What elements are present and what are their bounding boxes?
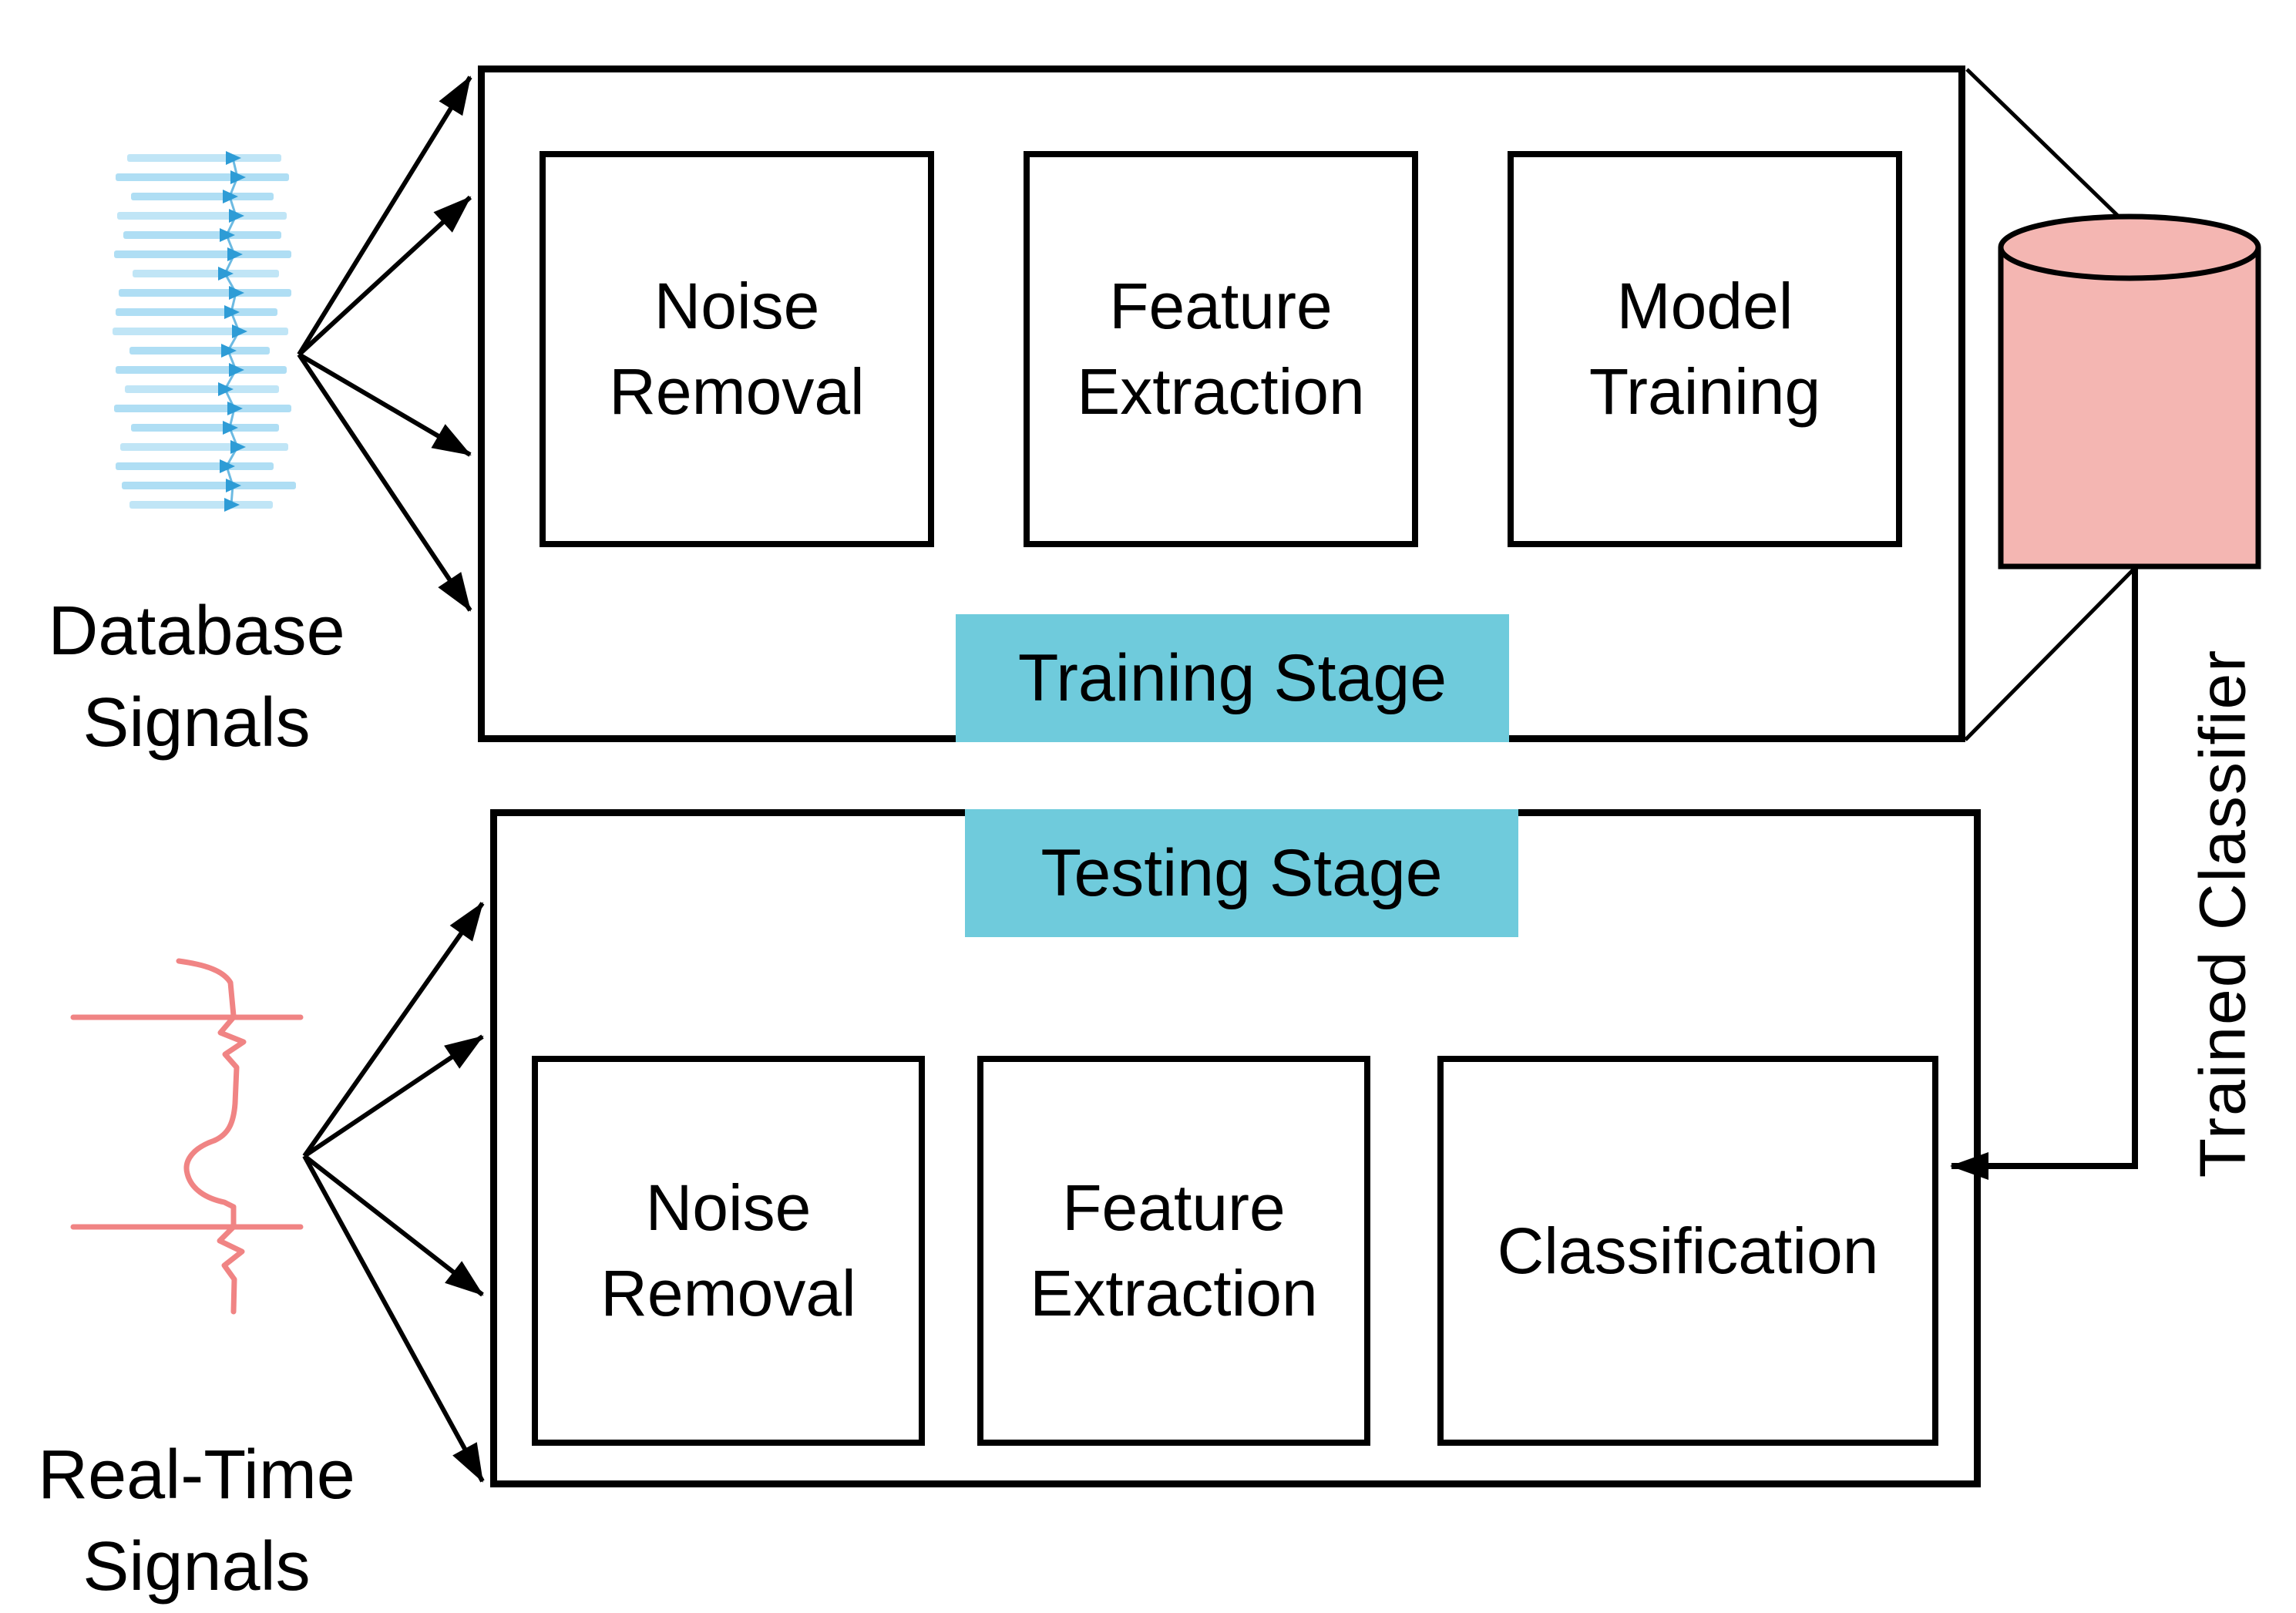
testing-box-classification-label: Classification — [1497, 1214, 1879, 1287]
signal-row-bar — [116, 462, 274, 470]
realtime-fan-arrows — [302, 902, 485, 1483]
signal-row-bar — [131, 193, 274, 200]
signal-row-bar — [116, 366, 287, 374]
signal-row-bar — [116, 308, 277, 316]
training-stage-label-text: Training Stage — [1017, 640, 1447, 715]
signal-row-bar — [114, 405, 291, 412]
rt-fan-arrow-2 — [303, 1034, 484, 1158]
signal-row-bar — [123, 231, 281, 239]
rt-fan-arrow-3 — [303, 1154, 484, 1297]
testing-stage-label-text: Testing Stage — [1040, 835, 1443, 910]
signal-row-bar — [133, 270, 279, 277]
signal-row-bar — [125, 385, 279, 393]
rt-fan-arrow-1 — [302, 902, 485, 1158]
testing-stage-label: Testing Stage — [965, 809, 1518, 937]
database-signals-label-text: Database Signals — [48, 593, 345, 761]
classifier-flow-arrow — [1950, 568, 2138, 1180]
training-box-noise-removal: Noise Removal — [540, 151, 934, 547]
training-box-feature-extraction: Feature Extraction — [1024, 151, 1418, 547]
testing-box-feature-extraction-label: Feature Extraction — [1030, 1171, 1318, 1329]
database-cylinder-icon — [1998, 213, 2261, 570]
training-box-feature-extraction-label: Feature Extraction — [1077, 270, 1365, 428]
signal-row-bar — [116, 173, 289, 181]
signal-row-bar — [122, 482, 296, 489]
signal-row-bar — [120, 443, 288, 451]
trained-classifier-label: Trained Classifier — [2186, 649, 2261, 1178]
database-fan-arrows — [297, 76, 472, 612]
signal-row-bar — [113, 328, 288, 335]
cylinder-body — [1998, 247, 2261, 570]
training-box-model-training-label: Model Training — [1588, 270, 1821, 428]
database-signals-label: Database Signals — [31, 586, 362, 769]
database-signal-icon — [113, 151, 296, 512]
training-box-noise-removal-label: Noise Removal — [609, 270, 865, 428]
ecg-waveform-path — [70, 958, 304, 1315]
signal-row-bar — [114, 250, 291, 258]
signal-row-bar — [127, 154, 281, 162]
signal-row-bar — [119, 289, 291, 297]
realtime-signals-label-text: Real-Time Signals — [38, 1437, 355, 1605]
testing-box-classification: Classification — [1437, 1056, 1938, 1446]
cylinder-top — [1998, 213, 2261, 281]
trained-classifier-label-text: Trained Classifier — [2186, 648, 2259, 1178]
realtime-signals-label: Real-Time Signals — [23, 1430, 370, 1613]
ecg-signal-icon — [70, 958, 304, 1315]
training-stage-label: Training Stage — [956, 614, 1509, 742]
training-box-model-training: Model Training — [1508, 151, 1902, 547]
testing-box-noise-removal: Noise Removal — [532, 1056, 925, 1446]
testing-box-feature-extraction: Feature Extraction — [977, 1056, 1370, 1446]
signal-row-bar — [131, 424, 279, 432]
signal-row-bar — [129, 347, 270, 355]
signal-row-bar — [117, 212, 287, 220]
rt-fan-arrow-4 — [302, 1154, 485, 1483]
testing-box-noise-removal-label: Noise Removal — [600, 1171, 856, 1329]
db-fan-arrow-1 — [297, 76, 472, 356]
db-fan-arrow-3 — [298, 352, 472, 457]
train-to-store-link — [1965, 68, 2123, 220]
signal-spine — [224, 157, 240, 506]
db-fan-arrow-2 — [297, 195, 472, 357]
store-to-test-link — [1964, 566, 2136, 741]
db-fan-arrow-4 — [297, 353, 472, 612]
signal-row-bar — [129, 501, 273, 509]
